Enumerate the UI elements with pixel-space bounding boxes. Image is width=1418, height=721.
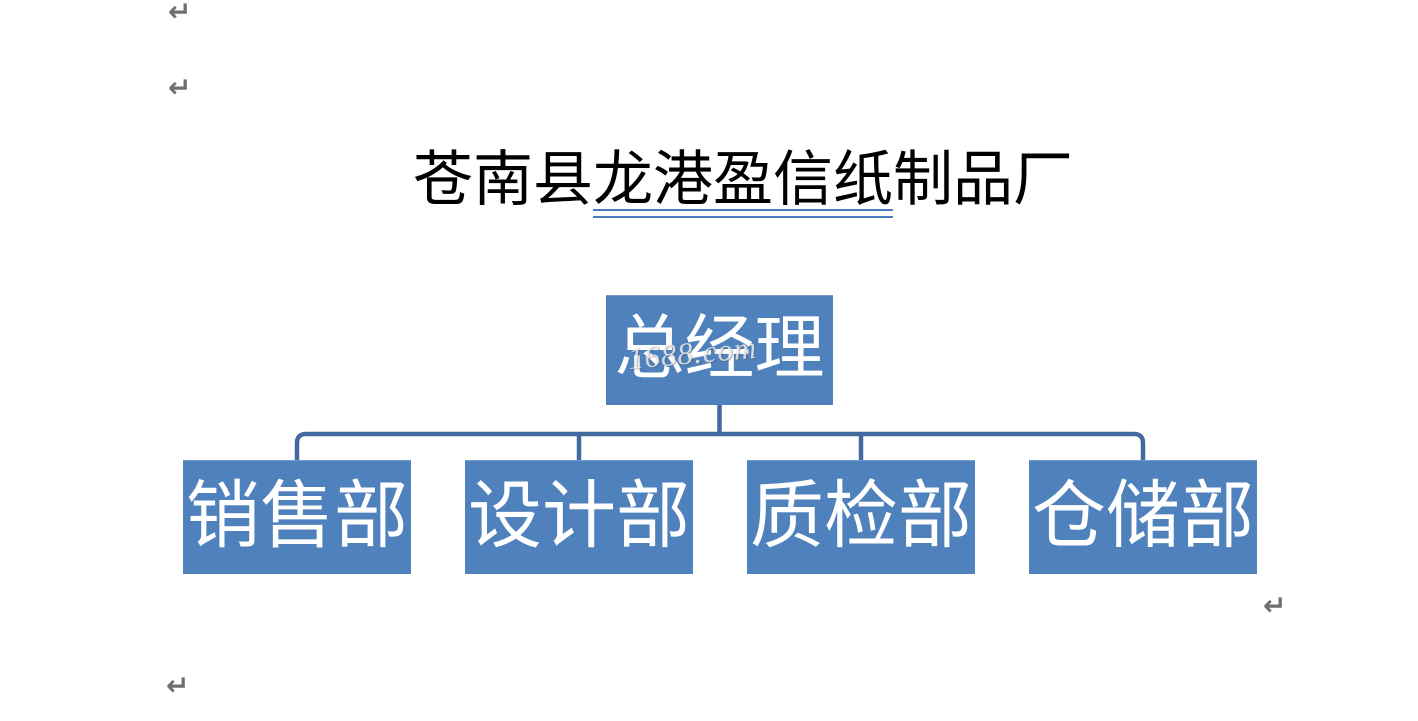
org-node-label: 质检部 — [750, 476, 972, 558]
title-prefix: 苍南县 — [413, 147, 593, 213]
title-underlined-text: 龙港盈信纸 — [593, 147, 893, 218]
org-node-general-manager[interactable]: 总经理 — [606, 295, 833, 405]
connector-rail — [294, 431, 1146, 461]
org-node-warehouse-dept[interactable]: 仓储部 — [1029, 460, 1257, 574]
document-title[interactable]: 苍南县龙港盈信纸制品厂 — [413, 147, 1073, 218]
paragraph-mark: ↵ — [168, 0, 192, 28]
paragraph-mark: ↵ — [168, 71, 192, 104]
org-node-design-dept[interactable]: 设计部 — [465, 460, 693, 574]
org-node-label: 总经理 — [614, 311, 825, 388]
org-node-sales-dept[interactable]: 销售部 — [183, 460, 411, 574]
title-suffix: 制品厂 — [893, 147, 1073, 213]
org-node-label: 仓储部 — [1032, 476, 1254, 558]
paragraph-mark: ↵ — [166, 669, 190, 702]
org-node-label: 设计部 — [468, 476, 690, 558]
org-node-quality-dept[interactable]: 质检部 — [747, 460, 975, 574]
paragraph-mark: ↵ — [1263, 589, 1287, 622]
org-node-label: 销售部 — [186, 476, 408, 558]
